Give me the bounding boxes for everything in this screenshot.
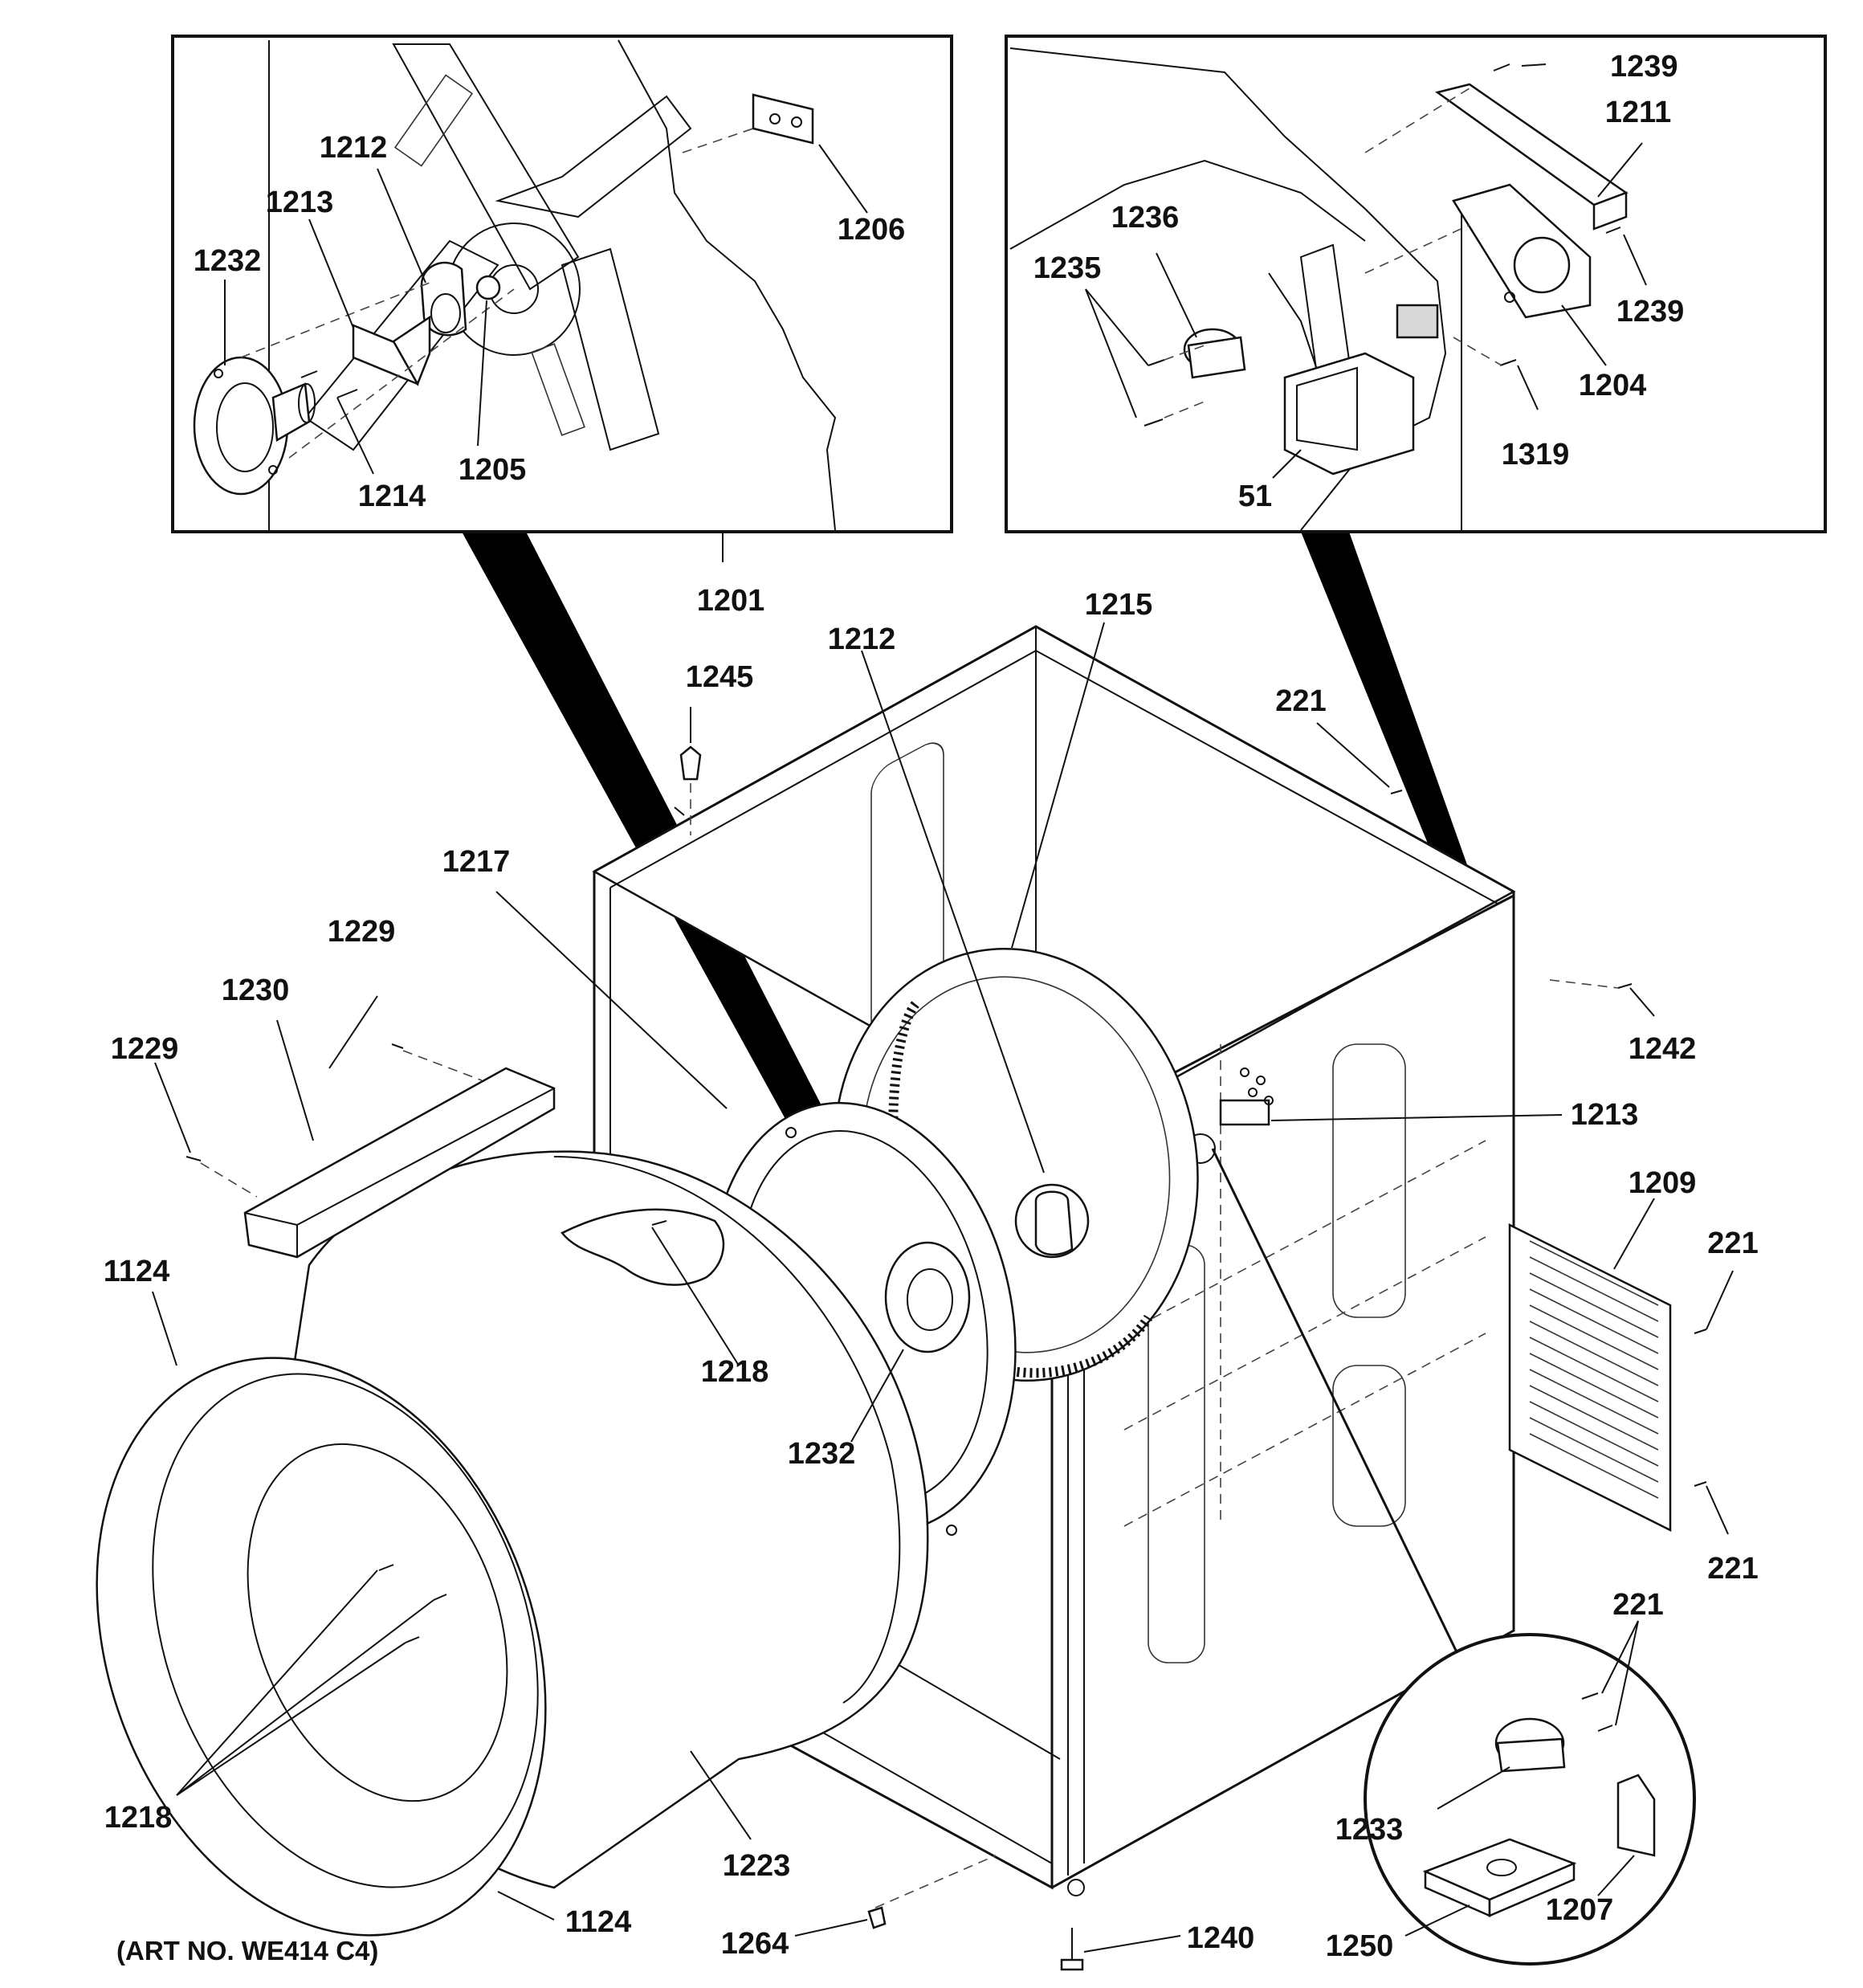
callout-221-grille-bottom: 221 [1707, 1552, 1758, 1586]
callout-1232-inset: 1232 [194, 244, 262, 278]
part-51-duct [1283, 304, 1439, 476]
callout-1211: 1211 [1605, 96, 1671, 129]
part-1206-bracket [752, 93, 814, 145]
art-number: (ART NO. WE414 C4) [116, 1936, 378, 1966]
callout-labels: 1239 1211 1239 1204 1319 1236 1235 51 12… [104, 50, 1759, 1966]
left-inset-bearing-detail [171, 35, 953, 533]
part-1204-shield [1452, 183, 1592, 319]
callout-1233: 1233 [1335, 1813, 1404, 1847]
part-1233-thermal-fuse [1494, 1692, 1613, 1773]
callout-1213-main: 1213 [1571, 1098, 1639, 1132]
callout-1205: 1205 [459, 453, 527, 487]
callout-1204: 1204 [1579, 369, 1647, 402]
callout-1218-baffle: 1218 [701, 1355, 769, 1389]
callout-1212-main: 1212 [828, 623, 896, 656]
callout-1223: 1223 [723, 1849, 791, 1883]
part-1230-pad [243, 1067, 556, 1259]
part-1207-clip [1616, 1774, 1656, 1857]
part-1209-grille [1508, 1223, 1672, 1533]
part-1223-drum [96, 1150, 971, 1937]
part-1211-bracket [1435, 83, 1629, 231]
callout-221-inset: 221 [1612, 1588, 1663, 1622]
callout-1264: 1264 [721, 1927, 789, 1961]
part-1212-bearing [420, 261, 467, 337]
part-1245-stud [679, 745, 702, 781]
part-1232-shaft [193, 356, 316, 496]
callout-1206: 1206 [838, 213, 906, 247]
callout-1239-right: 1239 [1616, 295, 1685, 329]
callout-1209: 1209 [1629, 1166, 1697, 1200]
part-1250-bracket [1422, 1838, 1577, 1917]
callout-221-top: 221 [1275, 684, 1326, 718]
callout-1124-bottom: 1124 [565, 1905, 631, 1939]
callout-1230: 1230 [222, 974, 290, 1007]
callout-1242: 1242 [1629, 1032, 1697, 1066]
callout-1212-inset: 1212 [320, 131, 388, 165]
part-1213-bracket [352, 315, 431, 386]
callout-1232-main: 1232 [788, 1437, 856, 1471]
callout-1207: 1207 [1546, 1893, 1614, 1927]
callout-1213-inset: 1213 [266, 186, 334, 219]
callout-1245: 1245 [686, 660, 754, 694]
bottom-right-inset [1211, 1148, 1696, 1966]
callout-1124-top: 1124 [104, 1255, 169, 1288]
callout-1235: 1235 [1033, 251, 1102, 285]
callout-1214: 1214 [358, 480, 426, 513]
callout-1236: 1236 [1111, 201, 1180, 235]
part-1236-thermostat [1183, 328, 1246, 379]
right-zoom-wedge [1301, 532, 1470, 877]
callout-1218-drum: 1218 [104, 1801, 173, 1835]
callout-51: 51 [1238, 480, 1272, 513]
callout-221-grille-top: 221 [1707, 1227, 1758, 1260]
callout-1250: 1250 [1326, 1929, 1394, 1963]
part-1213-bracket-main [1219, 1099, 1270, 1126]
callout-1217: 1217 [442, 845, 511, 879]
callout-1319: 1319 [1502, 438, 1570, 471]
callout-1201: 1201 [697, 584, 765, 618]
leader-lines [152, 622, 1734, 1953]
callout-1239-top: 1239 [1610, 50, 1678, 84]
part-1205-ball [475, 275, 501, 300]
callout-1229-upper: 1229 [328, 915, 396, 949]
right-inset-thermostat-detail [1005, 35, 1827, 533]
part-1264 [867, 1906, 887, 1929]
callout-1215: 1215 [1085, 588, 1153, 622]
callout-1229-left: 1229 [111, 1032, 179, 1066]
callout-1240: 1240 [1187, 1921, 1255, 1955]
